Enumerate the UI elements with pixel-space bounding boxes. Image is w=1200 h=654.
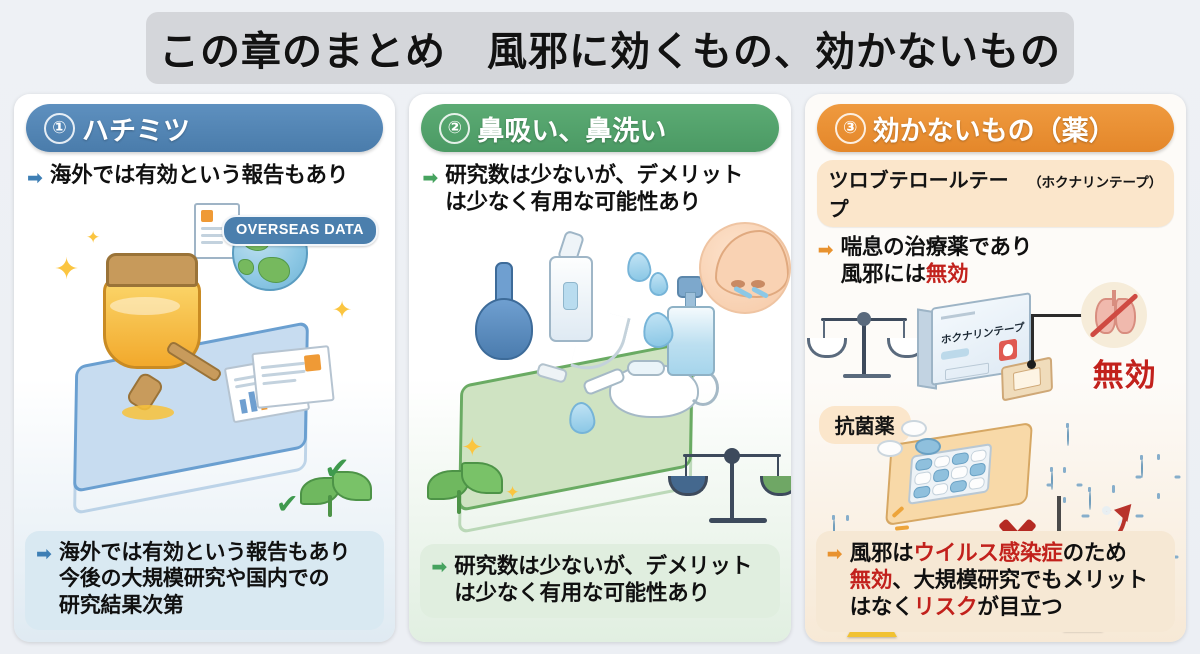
column-nasal-title: 鼻吸い、鼻洗い [477, 115, 667, 146]
connector-node [1026, 360, 1036, 370]
sparkle-icon: ✦ [505, 483, 520, 503]
nasal-illustration: ✦ ✦ [409, 216, 791, 642]
sparkle-icon: ✦ [461, 432, 484, 463]
column-nasal: ② 鼻吸い、鼻洗い ➡ 研究数は少ないが、デメリット は少なく有用な可能性あり [409, 94, 791, 642]
summary-l3-red: リスク [913, 594, 978, 619]
check-icon: ✔ [276, 489, 299, 520]
overseas-data-badge: OVERSEAS DATA [222, 215, 378, 247]
column-number-3: ③ [834, 112, 866, 144]
column-honey-header: ① ハチミツ [26, 104, 384, 152]
tablet-icon [900, 420, 927, 438]
tulobuterol-bullet: ➡ 喘息の治療薬であり 風邪には無効 [805, 227, 1186, 288]
column-number-1: ① [44, 112, 75, 144]
subsection-tulobuterol-sub: （ホクナリンテープ） [1028, 175, 1163, 190]
ineffective-stamp: 無効 [1092, 358, 1157, 394]
subsection-tulobuterol-main: ツロブテロールテープ [828, 170, 1009, 221]
tablet-icon [876, 440, 903, 458]
honey-summary-line-3: 研究結果次第 [58, 593, 184, 617]
nasal-summary-box: ➡ 研究数は少ないが、デメリット は少なく有用な可能性あり [420, 543, 780, 618]
column-nasal-header: ② 鼻吸い、鼻洗い [421, 104, 779, 152]
arrow-right-icon: ➡ [817, 240, 834, 261]
nasal-top-bullet: ➡ 研究数は少ないが、デメリット は少なく有用な可能性あり [409, 152, 790, 216]
honey-top-bullet: ➡ 海外では有効という報告もあり [14, 152, 395, 189]
subsection-antibiotics-pill: 抗菌薬 [818, 406, 911, 445]
summary-l2-b: 、大規模研究でもメリット [892, 567, 1148, 592]
arrow-right-icon: ➡ [27, 168, 43, 189]
columns-container: ① ハチミツ ➡ 海外では有効という報告もあり ✦ ✦ ✦ [14, 94, 1186, 642]
subsection-tulobuterol-pill: ツロブテロールテープ （ホクナリンテープ） [816, 160, 1174, 227]
column-honey-title: ハチミツ [82, 115, 190, 146]
lungs-ineffective-icon [1080, 282, 1147, 349]
honey-summary-line-2: 今後の大規模研究や国内での [58, 567, 330, 591]
nasal-summary-line-1: 研究数は少ないが、デメリット [454, 553, 753, 578]
nasal-summary-text: 研究数は少ないが、デメリット は少なく有用な可能性あり [454, 553, 752, 607]
nasal-summary-line-2: は少なく有用な可能性あり [454, 580, 710, 605]
column-number-2: ② [439, 112, 471, 144]
nasal-top-bullet-text: 研究数は少ないが、デメリット は少なく有用な可能性あり [445, 162, 743, 216]
nasal-top-line-2: は少なく有用な可能性あり [445, 190, 701, 215]
subsection-antibiotics-label: 抗菌薬 [834, 416, 895, 439]
column-honey: ① ハチミツ ➡ 海外では有効という報告もあり ✦ ✦ ✦ [14, 94, 396, 642]
arrow-right-icon: ➡ [826, 543, 843, 565]
honey-top-bullet-text: 海外では有効という報告もあり [49, 163, 349, 187]
summary-l1-a: 風邪は [849, 540, 914, 565]
summary-l2-red: 無効 [849, 567, 893, 592]
report-paper [251, 345, 335, 410]
balance-scale-icon [668, 440, 791, 530]
honey-summary-text: 海外では有効という報告もあり 今後の大規模研究や国内での 研究結果次第 [59, 540, 350, 619]
connector-line [1030, 314, 1034, 365]
honey-summary-line-1: 海外では有効という報告もあり [58, 540, 351, 564]
ineffective-summary-box: ➡ 風邪はウイルス感染症のため 無効、大規模研究でもメリット はなくリスクが目立… [815, 530, 1175, 632]
tulobuterol-line-1: 喘息の治療薬であり [840, 235, 1033, 259]
nasal-top-line-1: 研究数は少ないが、デメリット [445, 163, 744, 187]
honey-summary-box: ➡ 海外では有効という報告もあり 今後の大規模研究や国内での 研究結果次第 [25, 530, 385, 630]
tulobuterol-bullet-text: 喘息の治療薬であり 風邪には無効 [841, 234, 1033, 288]
arrow-right-icon: ➡ [36, 543, 52, 565]
ineffective-summary-text: 風邪はウイルス感染症のため 無効、大規模研究でもメリット はなくリスクが目立つ [850, 540, 1148, 621]
virus-icon [1046, 467, 1083, 504]
connector-line [1030, 314, 1083, 318]
column-ineffective-title: 効かないもの（薬） [872, 115, 1116, 146]
tulobuterol-line-2-plain: 風邪には [840, 262, 926, 287]
honey-drip [122, 405, 174, 421]
virus-icon [1066, 427, 1069, 447]
nose-icon [699, 222, 791, 315]
nasal-irrigation-bottle [549, 256, 594, 343]
arrow-right-icon: ➡ [431, 556, 448, 578]
balance-scale-icon [806, 306, 927, 386]
page-title-banner: この章のまとめ 風邪に効くもの、効かないもの [146, 12, 1074, 84]
saline-spray-bottle [667, 306, 716, 377]
capsule-icon [914, 438, 941, 456]
ineffective-illustration: ホクナリンテープ [805, 282, 1186, 642]
check-icon: ✔ [324, 451, 350, 487]
sparkle-icon: ✦ [54, 253, 80, 287]
arrow-right-icon: ➡ [422, 168, 439, 189]
column-ineffective-header: ③ 効かないもの（薬） [816, 104, 1174, 152]
summary-l3-a: はなく [849, 594, 914, 619]
tulobuterol-line-2-red: 無効 [925, 262, 969, 287]
sparkle-icon: ✦ [86, 228, 101, 248]
honey-illustration: ✦ ✦ ✦ OVERSEAS DATA [14, 189, 395, 642]
column-ineffective: ③ 効かないもの（薬） ツロブテロールテープ （ホクナリンテープ） ➡ 喘息の治… [804, 94, 1186, 642]
summary-l1-red: ウイルス感染症 [913, 540, 1063, 565]
summary-l3-b: が目立つ [977, 594, 1063, 619]
sparkle-icon: ✦ [332, 297, 353, 325]
nasal-aspirator-bulb [475, 298, 534, 361]
virus-icon [1135, 454, 1181, 500]
summary-l1-b: のため [1062, 540, 1127, 565]
page-title: この章のまとめ 風邪に効くもの、効かないもの [159, 30, 1061, 74]
